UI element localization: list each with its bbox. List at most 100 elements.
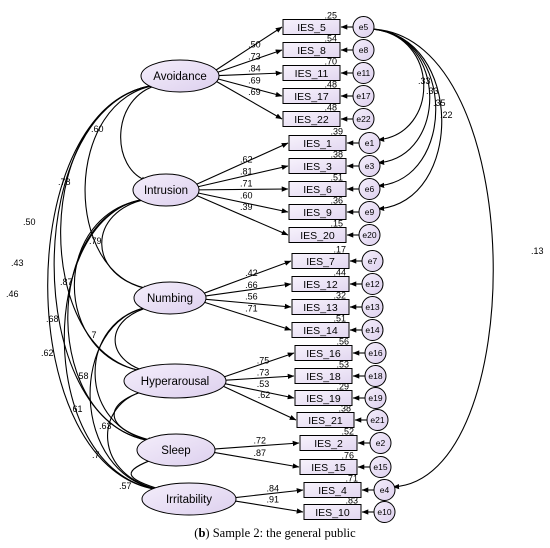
indicator-IES_7 [291,253,350,269]
error-e2 [369,432,392,454]
loading-label-IES_8: .73 [248,52,261,62]
indicator-IES_10 [303,504,362,520]
r2-label-IES_14: .51 [333,314,346,324]
loading-label-IES_6: .71 [240,178,253,188]
error-e19 [364,387,387,409]
loading-path-IES_15 [211,451,300,469]
indicator-IES_21 [296,412,355,428]
covariance-label-intrusion-sleep: .68 [46,314,59,324]
error-e21 [366,409,389,431]
loading-label-IES_4: .84 [267,483,280,493]
factor-label-irrit: Irritability [166,494,212,506]
indicator-IES_14 [291,322,350,338]
r2-label-IES_13: .32 [333,291,346,301]
factor-covariance-avoidance-hyper [60,82,165,374]
r2-label-IES_11: .70 [324,57,337,67]
nodes-layer: AvoidanceIntrusionNumbingHyperarousalSle… [123,16,396,523]
covariance-label-avoidance-numbing: .78 [58,177,71,187]
error-label-e9: e9 [365,207,375,217]
r2-label-IES_22: .48 [324,103,337,113]
error-e18 [364,365,387,387]
covariance-label-intrusion-numbing: .79 [89,236,102,246]
error-covariance-label-e5-e6: .35 [433,98,446,108]
sem-path-diagram: AvoidanceIntrusionNumbingHyperarousalSle… [6,11,544,523]
error-e7 [361,250,384,272]
error-label-e6: e6 [365,184,375,194]
loading-path-IES_3 [196,164,289,188]
indicator-label-IES_1: IES_1 [303,138,332,150]
covariance-label-hyper-sleep: .63 [99,421,112,431]
loading-label-IES_17: .69 [248,75,261,85]
indicator-label-IES_6: IES_6 [303,184,332,196]
covariance-label-intrusion-irrit: .62 [41,348,54,358]
factor-numbing [133,281,207,315]
loading-path-IES_5 [215,26,283,71]
covariance-label-sleep-irrit: .57 [119,481,132,491]
loading-label-IES_2: .72 [254,435,267,445]
error-e6 [358,178,381,200]
error-e22 [352,108,375,130]
indicator-label-IES_14: IES_14 [303,325,338,337]
indicator-IES_13 [291,299,350,315]
error-covariance-label-e5-e1: .33 [418,76,431,86]
indicator-label-IES_8: IES_8 [297,45,326,57]
r2-label-IES_10: .83 [345,496,358,506]
error-covariance-e5-e6 [365,26,437,188]
loading-path-IES_14 [202,301,292,331]
loading-label-IES_22: .69 [248,87,261,97]
indicator-label-IES_21: IES_21 [308,415,343,427]
error-label-e12: e12 [365,279,379,289]
loading-path-IES_11 [215,70,283,77]
loading-path-IES_9 [196,192,289,214]
indicator-label-IES_3: IES_3 [303,161,332,173]
loading-label-IES_5: .50 [248,40,261,50]
loading-label-IES_1: .62 [240,155,253,165]
covariance-label-hyper-irrit: .7 [92,450,100,460]
error-e9 [358,201,381,223]
loading-label-IES_11: .84 [248,63,261,73]
r2-label-IES_12: .44 [333,268,346,278]
indicator-label-IES_4: IES_4 [318,485,347,497]
factor-label-sleep: Sleep [161,445,190,457]
factor-covariance-numbing-hyper [114,304,157,373]
factor-covariance-sleep-irrit [130,456,164,491]
figure-caption: (b) Sample 2: the general public [194,526,356,540]
indicator-label-IES_19: IES_19 [306,393,341,405]
factor-covariance-hyper-sleep [113,387,155,443]
loading-path-IES_21 [221,385,297,421]
loading-label-IES_9: .60 [240,190,253,200]
r2-label-IES_7: .17 [333,245,346,255]
factor-avoidance [140,59,220,93]
error-label-e14: e14 [365,325,379,335]
error-label-e7: e7 [368,256,378,266]
covariance-label-intrusion-hyper: .87 [60,277,73,287]
indicator-IES_16 [294,345,353,361]
loading-label-IES_3: .81 [240,167,253,177]
error-e3 [358,155,381,177]
indicator-IES_12 [291,276,350,292]
error-label-e21: e21 [370,415,384,425]
indicator-IES_4 [303,482,362,498]
loading-path-IES_13 [203,298,292,310]
indicator-label-IES_13: IES_13 [303,302,338,314]
loading-path-IES_12 [203,282,292,297]
factor-covariance-intrusion-irrit [63,196,164,493]
error-covariance-e5-e9 [365,26,443,212]
indicator-label-IES_2: IES_2 [314,438,343,450]
error-label-e4: e4 [380,485,390,495]
r2-label-IES_20: .15 [330,219,343,229]
indicator-label-IES_10: IES_10 [315,507,350,519]
error-e1 [358,132,381,154]
loading-label-IES_13: .56 [245,292,258,302]
error-e8 [352,39,375,61]
r2-label-IES_6: .51 [330,173,343,183]
covariance-layer [47,26,494,493]
loading-label-IES_18: .73 [257,367,270,377]
loading-label-IES_12: .66 [245,280,258,290]
loading-path-IES_16 [221,352,295,379]
factor-label-numbing: Numbing [147,293,193,305]
indicator-label-IES_12: IES_12 [303,279,338,291]
indicator-IES_6 [288,181,347,197]
covariance-label-avoidance-hyper: .50 [23,217,36,227]
error-e12 [361,273,384,295]
